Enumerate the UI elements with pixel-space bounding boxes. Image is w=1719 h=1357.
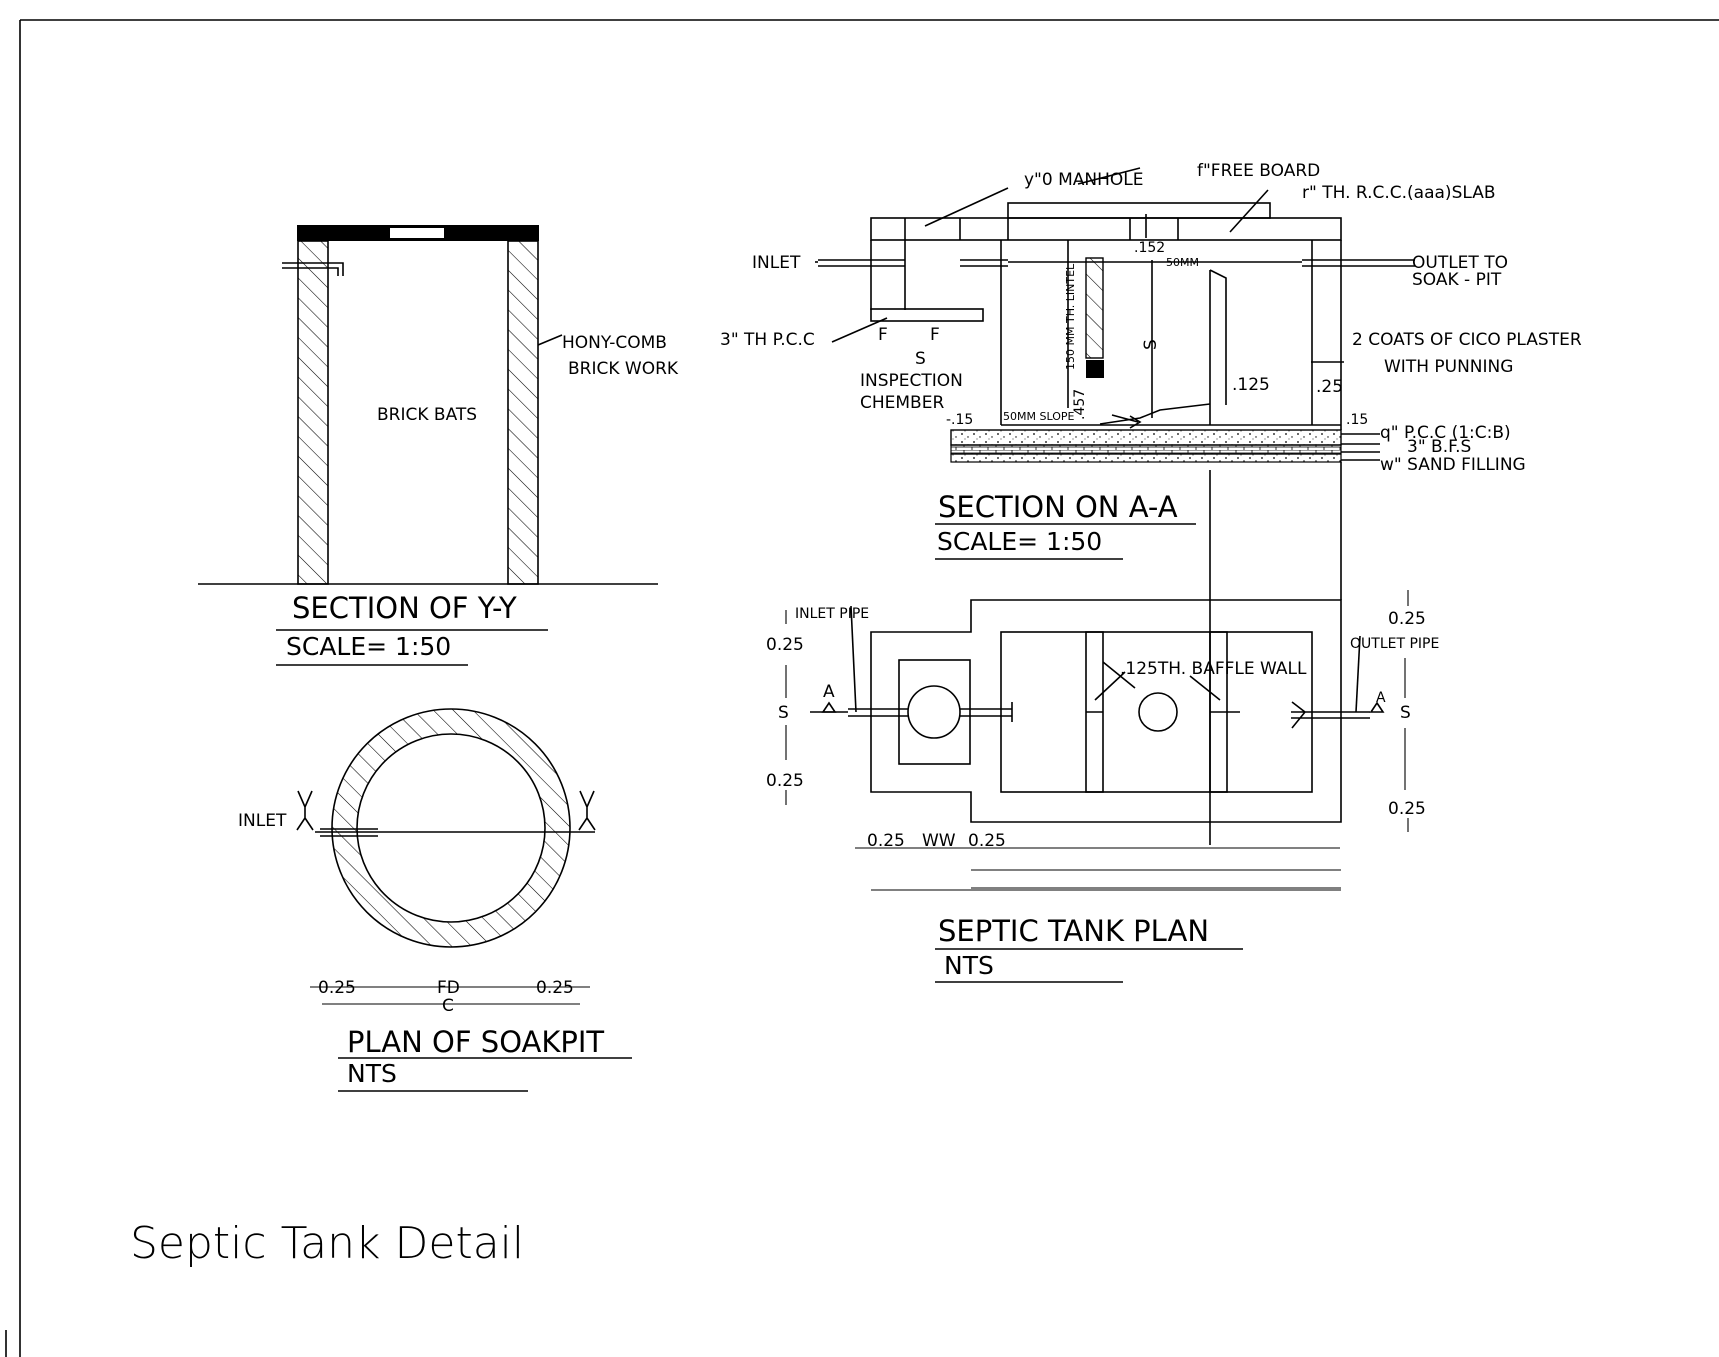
aa-slope-label: 50MM SLOPE xyxy=(1003,410,1074,423)
plan-outlet-pipe-label: OUTLET PIPE xyxy=(1350,636,1439,652)
y-marker-right xyxy=(578,790,596,831)
aa-dim-457: .457 xyxy=(1072,389,1088,420)
aa-dim-f1: F xyxy=(878,325,888,345)
inlet-pipe xyxy=(282,262,344,276)
aa-inspection-label-1: INSPECTION xyxy=(860,371,963,391)
aa-plaster-label-2: WITH PUNNING xyxy=(1384,357,1513,377)
bfs-layer xyxy=(950,444,1342,455)
sheet-border xyxy=(5,19,1719,1357)
aa-dim-s: S xyxy=(915,349,926,369)
soakpit-inlet-pipe xyxy=(320,828,378,837)
plan-dim-right-top: 0.25 xyxy=(1388,609,1426,629)
aa-manhole-label: y"0 MANHOLE xyxy=(1024,170,1144,190)
aa-outlet-pipe xyxy=(1302,259,1415,267)
aa-title: SECTION ON A-A xyxy=(938,490,1178,524)
plan-dim-left-s: S xyxy=(778,703,789,723)
plan-title: SEPTIC TANK PLAN xyxy=(938,914,1209,948)
plan-dim-left-bottom: 0.25 xyxy=(766,771,804,791)
aa-dim-50mm: 50MM xyxy=(1166,256,1199,269)
aa-outlet-label-2: SOAK - PIT xyxy=(1412,270,1502,290)
aa-bfs-layer-label: 3" B.F.S xyxy=(1407,437,1471,457)
section-aa: y"0 MANHOLE f"FREE BOARD r" TH. R.C.C.(a… xyxy=(720,161,1582,845)
plan-dim-left-top: 0.25 xyxy=(766,635,804,655)
soakpit-inlet-label: INLET xyxy=(238,811,287,831)
plan-dim-bottom-left: 0.25 xyxy=(867,831,905,851)
brick-bats-label: BRICK BATS xyxy=(377,405,477,425)
plan-baffle-label: .125TH. BAFFLE WALL xyxy=(1120,659,1307,679)
aa-lintel-label: 150 MM TH. LINTEL xyxy=(1064,263,1077,370)
pcc-layer xyxy=(950,429,1342,446)
soakpit-dim-c: C xyxy=(442,996,454,1016)
aa-dim-f2: F xyxy=(930,325,940,345)
aa-dim-15-right: .15 xyxy=(1346,412,1368,428)
aa-plaster-label-1: 2 COATS OF CICO PLASTER xyxy=(1352,330,1582,350)
aa-pcc-label: 3" TH P.C.C xyxy=(720,330,815,350)
soakpit-plan: INLET 0.25 FD 0.25 C PLAN OF SOAKPIT NTS xyxy=(238,708,632,1092)
drawing-title: Septic Tank Detail xyxy=(130,1218,524,1269)
section-yy: BRICK BATS HONY-COMB BRICK WORK SECTION … xyxy=(198,225,679,666)
plan-scale: NTS xyxy=(944,951,994,980)
aa-top-slab xyxy=(870,217,1342,241)
aa-dim-15-left: -.15 xyxy=(946,412,973,428)
aa-dim-25: .25 xyxy=(1316,377,1343,397)
brick-work-label: BRICK WORK xyxy=(568,359,679,379)
tank-plan: A A 0.25 S 0.25 0.25 S 0.25 INLET PIPE O… xyxy=(766,590,1439,983)
left-wall xyxy=(297,240,329,585)
aa-slab-label: r" TH. R.C.C.(aaa)SLAB xyxy=(1302,183,1496,203)
manhole-opening xyxy=(390,228,444,238)
plan-marker-a-left: A xyxy=(823,682,835,702)
tank-outer-outline xyxy=(870,599,1342,823)
y-marker-left xyxy=(296,790,314,831)
plan-inlet-pipe-label: INLET PIPE xyxy=(795,606,869,622)
aa-inspection-label-2: CHEMBER xyxy=(860,393,944,413)
aa-inlet-pipe xyxy=(818,259,905,267)
honeycomb-label: HONY-COMB xyxy=(562,333,667,353)
aa-inlet-label: INLET xyxy=(752,253,801,273)
soakpit-dim-fd: FD xyxy=(437,978,460,998)
aa-pcc-layer-label: q" P.C.C (1:C:B) xyxy=(1380,423,1511,443)
soakpit-dim-right: 0.25 xyxy=(536,978,574,998)
plan-dim-bottom-right: 0.25 xyxy=(968,831,1006,851)
right-wall xyxy=(507,240,539,585)
aa-dim-125: .125 xyxy=(1232,375,1270,395)
soakpit-dim-left: 0.25 xyxy=(318,978,356,998)
section-yy-scale: SCALE= 1:50 xyxy=(286,632,451,661)
aa-sand-layer-label: w" SAND FILLING xyxy=(1380,455,1526,475)
plan-marker-a-right: A xyxy=(1376,690,1386,706)
plan-dim-right-s: S xyxy=(1400,703,1411,723)
aa-scale: SCALE= 1:50 xyxy=(937,527,1102,556)
section-yy-title: SECTION OF Y-Y xyxy=(292,591,517,625)
soakpit-title: PLAN OF SOAKPIT xyxy=(347,1025,604,1059)
aa-dim-152: .152 xyxy=(1134,240,1165,256)
aa-outlet-label-1: OUTLET TO xyxy=(1412,253,1508,273)
aa-dim-s-vertical: S xyxy=(1141,339,1161,350)
aa-free-board-label: f"FREE BOARD xyxy=(1197,161,1320,181)
soakpit-scale: NTS xyxy=(347,1059,397,1088)
sand-layer xyxy=(950,453,1342,463)
plan-dim-right-bottom: 0.25 xyxy=(1388,799,1426,819)
plan-dim-bottom-ww: WW xyxy=(922,831,956,851)
